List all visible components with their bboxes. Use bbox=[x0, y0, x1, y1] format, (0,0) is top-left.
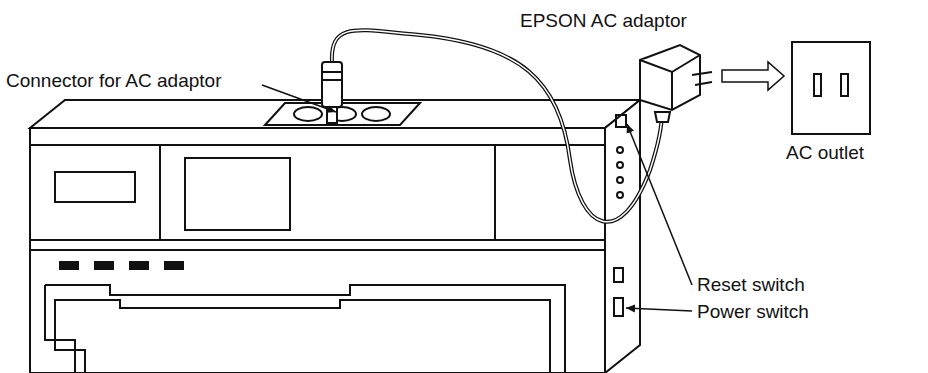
cable bbox=[322, 30, 662, 222]
part-label: Reset switch bbox=[697, 274, 805, 296]
leader-lines bbox=[262, 85, 692, 311]
part-label: EPSON AC adaptor bbox=[520, 10, 687, 32]
part-label: Power switch bbox=[697, 301, 809, 323]
plug-in-arrow bbox=[722, 62, 784, 90]
device bbox=[30, 100, 640, 373]
ac-outlet bbox=[792, 42, 870, 134]
part-label: AC outlet bbox=[786, 142, 864, 164]
ac-adaptor bbox=[640, 45, 712, 122]
part-label: Connector for AC adaptor bbox=[6, 70, 221, 92]
